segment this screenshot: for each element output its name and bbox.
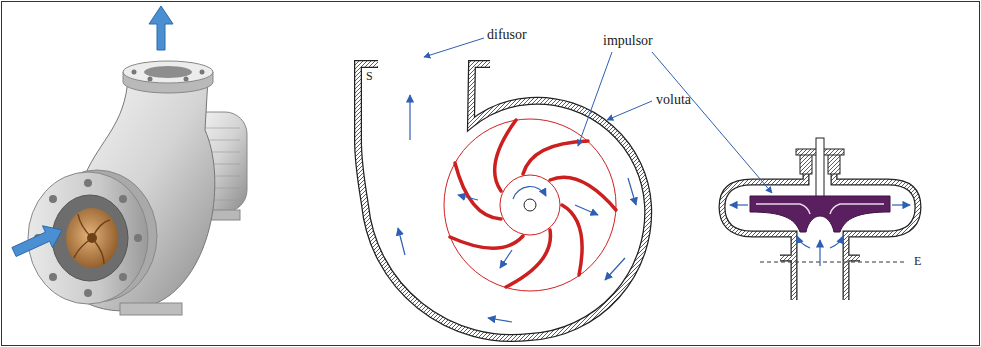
impeller-section bbox=[450, 236, 523, 248]
pump-section bbox=[722, 138, 918, 300]
pump-section bbox=[760, 262, 905, 263]
pump-section bbox=[722, 172, 806, 300]
flow-arrow bbox=[458, 195, 478, 200]
leader-line bbox=[578, 52, 612, 146]
leader-line bbox=[607, 101, 652, 120]
port-letter: E bbox=[914, 255, 921, 268]
flow-arrow bbox=[149, 6, 173, 50]
leader-line bbox=[652, 52, 772, 193]
flow-arrow bbox=[513, 187, 546, 199]
pump-photo bbox=[49, 195, 57, 203]
flow-arrow bbox=[409, 95, 410, 140]
flow-arrow bbox=[12, 6, 173, 257]
flow-arrow bbox=[398, 228, 405, 255]
pump-photo bbox=[132, 70, 137, 75]
part-label: difusor bbox=[487, 27, 527, 42]
flow-arrow bbox=[500, 250, 512, 268]
impeller-section bbox=[550, 177, 616, 210]
volute-casing bbox=[358, 64, 648, 338]
pump-photo bbox=[119, 273, 127, 281]
impeller-section bbox=[450, 120, 616, 287]
flow-arrow bbox=[730, 205, 910, 266]
impeller-section bbox=[500, 175, 560, 235]
pump-section bbox=[830, 204, 884, 214]
pump-section bbox=[800, 154, 812, 174]
pump-photo bbox=[52, 195, 128, 281]
impeller-section bbox=[444, 119, 616, 291]
part-label: voluta bbox=[656, 92, 691, 107]
flow-arrow bbox=[830, 236, 843, 248]
pump-section bbox=[834, 172, 918, 300]
pump-photo bbox=[184, 77, 189, 82]
pump-section bbox=[722, 172, 806, 300]
flow-arrow bbox=[797, 236, 810, 248]
pump-photo bbox=[49, 273, 57, 281]
pump-section bbox=[756, 204, 884, 214]
port-letter: S bbox=[366, 70, 373, 83]
pump-photo bbox=[74, 214, 110, 264]
leader-line bbox=[424, 38, 484, 57]
volute-casing bbox=[358, 64, 648, 338]
flow-arrow bbox=[12, 226, 62, 257]
part-label: impulsor bbox=[603, 33, 653, 48]
pump-section bbox=[756, 204, 810, 214]
pump-section bbox=[834, 172, 918, 300]
leader-line bbox=[424, 38, 772, 193]
pump-photo bbox=[84, 179, 92, 187]
flow-arrow bbox=[892, 204, 910, 205]
pump-photo bbox=[120, 303, 182, 315]
pump-photo bbox=[134, 234, 142, 242]
pump-photo bbox=[87, 233, 97, 243]
impeller-section bbox=[562, 205, 582, 275]
impeller-section bbox=[506, 230, 550, 287]
impeller-section bbox=[524, 199, 536, 211]
pump-photo bbox=[123, 61, 213, 83]
flow-arrow bbox=[628, 178, 636, 205]
flow-arrow bbox=[730, 204, 748, 205]
flow-arrow bbox=[819, 240, 820, 266]
pump-photo bbox=[28, 61, 247, 315]
pump-photo bbox=[200, 70, 205, 75]
impeller-section bbox=[495, 120, 516, 191]
flow-arrow bbox=[605, 258, 625, 280]
pump-photo bbox=[148, 77, 153, 82]
pump-photo bbox=[119, 195, 127, 203]
flow-arrow bbox=[575, 205, 598, 215]
volute-casing bbox=[358, 64, 648, 338]
pump-photo bbox=[66, 208, 118, 268]
flow-arrow bbox=[398, 95, 636, 322]
pump-photo bbox=[144, 66, 192, 78]
flow-arrow bbox=[488, 318, 512, 322]
pump-photo bbox=[84, 289, 92, 297]
impeller-section bbox=[444, 119, 616, 291]
pump-section bbox=[750, 196, 890, 232]
pump-section bbox=[828, 154, 840, 174]
